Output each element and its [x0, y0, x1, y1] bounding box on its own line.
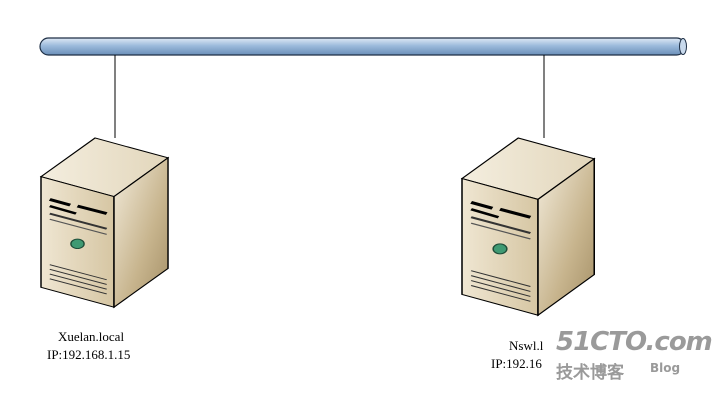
server-ip-right: IP:192.16 — [491, 356, 542, 371]
server-name-left: Xuelan.local — [58, 329, 125, 344]
watermark-blog: Blog — [650, 361, 681, 375]
watermark-site: 51CTO.com — [556, 327, 712, 357]
network-bus — [39, 37, 687, 56]
watermark-tagline: 技术博客 — [556, 363, 624, 383]
server-icon-right — [462, 138, 594, 315]
server-icon-left — [41, 138, 168, 307]
server-name-right: Nswl.l — [509, 338, 544, 353]
server-ip-left: IP:192.168.1.15 — [47, 347, 131, 362]
site-watermark: 51CTO.com 技术博客 Blog — [556, 327, 712, 387]
